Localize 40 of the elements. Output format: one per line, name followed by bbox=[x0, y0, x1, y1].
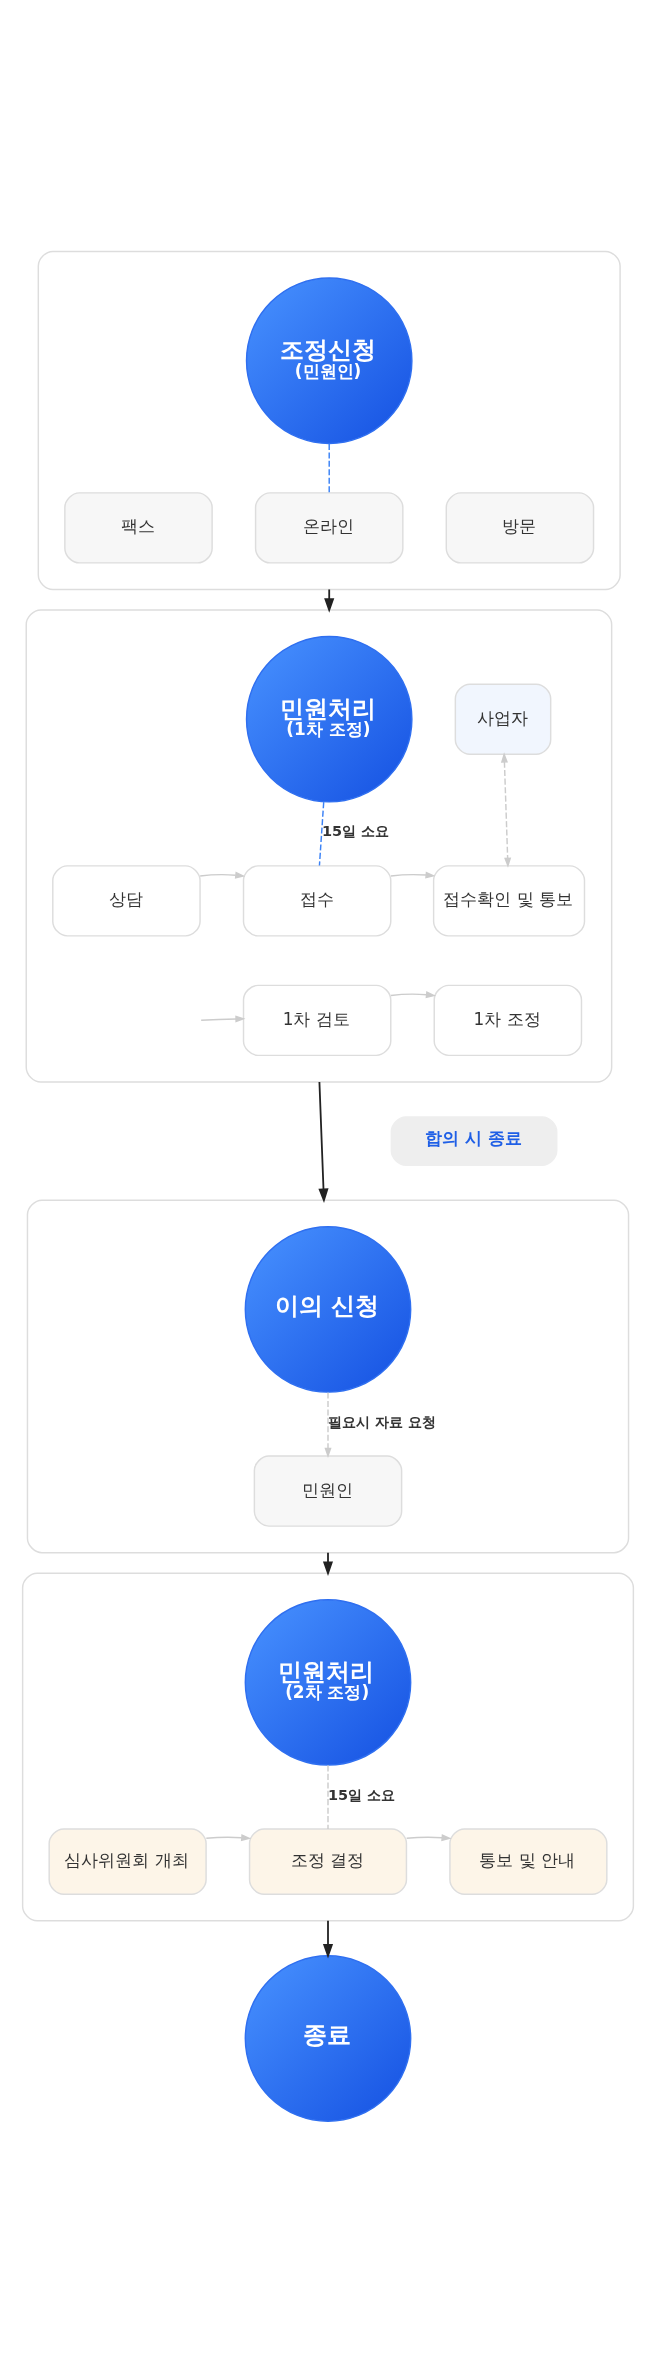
node-box: 사업자 bbox=[454, 683, 552, 755]
node-box: 조정 결정 bbox=[248, 1828, 408, 1895]
node-box: 팩스 bbox=[64, 492, 213, 564]
cluster bbox=[25, 609, 613, 1083]
arrow bbox=[500, 752, 512, 868]
node-box: 접수확인 및 통보 bbox=[432, 865, 586, 937]
arrow bbox=[205, 1834, 252, 1842]
node-box: 심사위원회 개최 bbox=[48, 1828, 207, 1895]
arrow bbox=[322, 1919, 334, 1959]
connector bbox=[327, 1764, 329, 1830]
node-circle: 민원처리 (1차 조정) bbox=[245, 635, 413, 803]
arrow bbox=[324, 588, 335, 613]
node-circle: 조정신청 (민원인) bbox=[245, 277, 413, 445]
arrow bbox=[390, 871, 436, 879]
node-box: 상담 bbox=[52, 865, 201, 937]
connector bbox=[318, 801, 325, 867]
node-box: 온라인 bbox=[254, 492, 404, 564]
arrow bbox=[200, 1015, 246, 1023]
arrow bbox=[390, 991, 436, 999]
edge-label: 15일 소요 bbox=[321, 823, 390, 840]
node-circle: 종료 bbox=[244, 1955, 412, 2122]
arrow bbox=[199, 871, 246, 879]
node-box: 방문 bbox=[445, 492, 595, 564]
cluster bbox=[26, 1199, 630, 1554]
arrow bbox=[405, 1834, 452, 1842]
arrow bbox=[322, 1551, 334, 1576]
connector bbox=[328, 443, 330, 494]
arrow bbox=[318, 1081, 329, 1203]
node-box: 민원인 bbox=[253, 1455, 403, 1527]
node-box: 접수 bbox=[242, 865, 392, 937]
node-circle: 이의 신청 bbox=[244, 1226, 412, 1393]
cluster bbox=[21, 1572, 635, 1922]
node-box: 통보 및 안내 bbox=[449, 1828, 608, 1895]
edge-label: 15일 소요 bbox=[328, 1786, 396, 1803]
node-box: 1차 조정 bbox=[433, 984, 583, 1057]
node-circle: 민원처리 (2차 조정) bbox=[244, 1599, 412, 1766]
cluster bbox=[37, 250, 621, 591]
arrow bbox=[324, 1391, 332, 1458]
edge-label: 필요시 자료 요청 bbox=[328, 1413, 437, 1430]
node-box: 1차 검토 bbox=[242, 984, 392, 1057]
